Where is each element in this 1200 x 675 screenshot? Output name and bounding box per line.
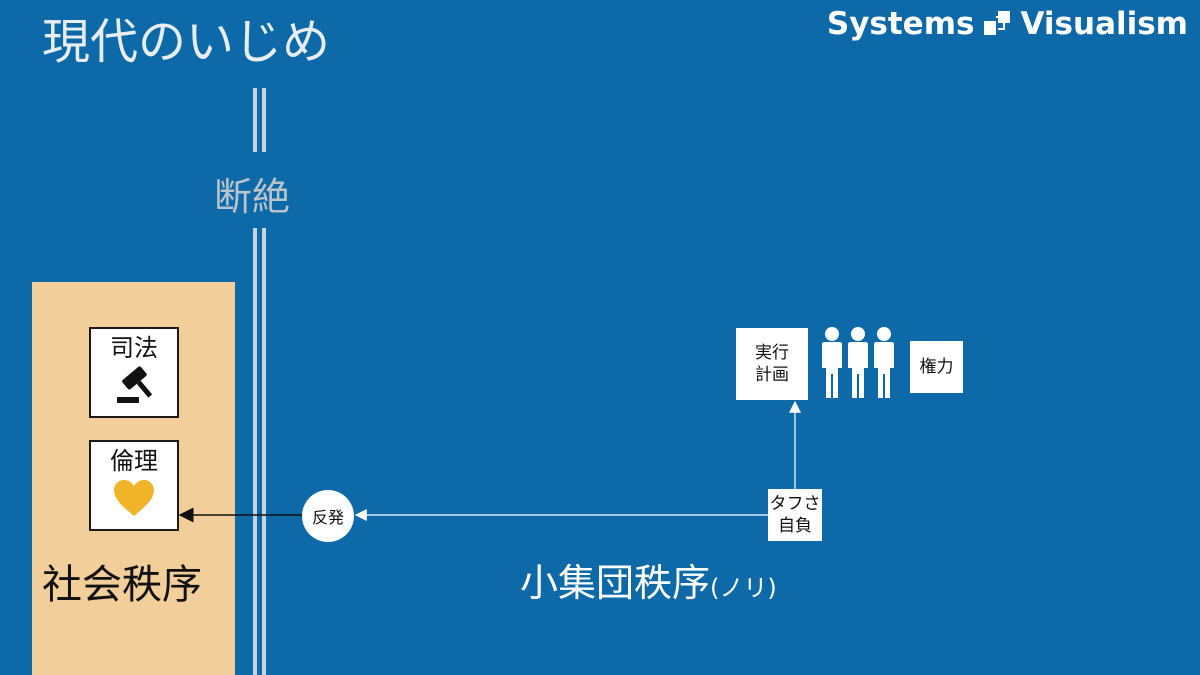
- logo-mark-icon: [984, 11, 1011, 35]
- toughness-line1: タフさ: [769, 494, 821, 514]
- toughness-line2: 自負: [778, 516, 812, 536]
- backlash-node: 反発: [302, 490, 354, 542]
- small-group-order-label: 小集団秩序(ノリ): [520, 552, 777, 607]
- plan-box: 実行 計画: [736, 328, 808, 400]
- group-order-sub: (ノリ): [710, 574, 777, 602]
- power-label: 権力: [919, 357, 954, 377]
- systems-visualism-logo: Systems Visualism: [827, 6, 1188, 42]
- heart-icon: [114, 480, 154, 516]
- break-label: 断絶: [214, 175, 291, 219]
- plan-line1: 実行: [755, 343, 789, 363]
- group-order-main: 小集団秩序: [520, 561, 711, 605]
- people-group-icon: [822, 327, 894, 398]
- ethics-card: 倫理: [89, 440, 179, 531]
- justice-card: 司法: [89, 327, 179, 418]
- toughness-box: タフさ 自負: [768, 489, 822, 541]
- break-rail-left: [253, 88, 257, 675]
- break-rail-right: [262, 88, 266, 675]
- gavel-icon: [117, 366, 153, 403]
- break-gap: [240, 152, 280, 228]
- power-box: 権力: [910, 341, 963, 393]
- plan-line2: 計画: [755, 365, 789, 385]
- social-order-label: 社会秩序: [42, 562, 202, 608]
- logo-word-systems: Systems: [826, 6, 975, 42]
- page-title: 現代のいじめ: [42, 14, 331, 70]
- ethics-label: 倫理: [110, 447, 158, 475]
- logo-word-visualism: Visualism: [1020, 6, 1188, 42]
- justice-label: 司法: [110, 334, 158, 362]
